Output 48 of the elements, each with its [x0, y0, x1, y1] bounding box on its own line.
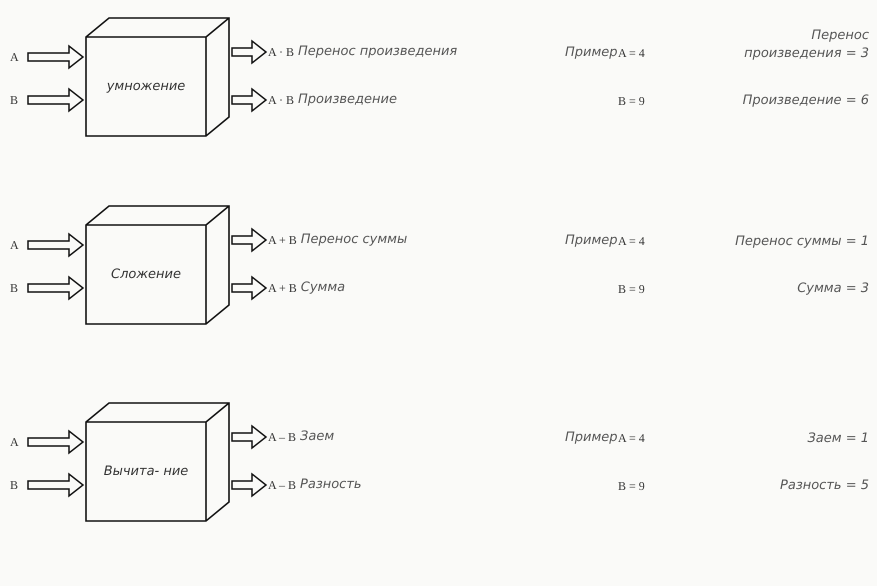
block-title: Сложение	[110, 266, 182, 284]
operand-label: A – B	[268, 429, 296, 446]
output-label: Сумма	[300, 279, 346, 298]
output-label: Заем	[300, 428, 334, 446]
example-value: Разность = 5	[780, 477, 869, 495]
example-label: Пример	[565, 429, 618, 447]
example-value: A = 4	[618, 430, 645, 447]
example-value: A = 4	[618, 233, 645, 250]
hollow-arrow	[231, 39, 268, 65]
hollow-arrow	[231, 424, 268, 450]
example-value: B = 9	[618, 281, 645, 298]
example-label: Пример	[565, 44, 618, 62]
output-label: Произведение	[298, 91, 397, 110]
example-value: A = 4	[618, 45, 645, 62]
operand-label: A + B	[268, 280, 297, 297]
hollow-arrow	[27, 429, 84, 455]
operand-label: A	[10, 49, 19, 66]
example-label: Пример	[565, 232, 618, 250]
hollow-arrow	[27, 232, 84, 258]
hollow-arrow	[27, 275, 84, 301]
block-title: Вычита- ние	[102, 464, 190, 480]
operand-label: B	[10, 280, 18, 297]
operand-label: A	[10, 434, 19, 451]
hollow-arrow	[231, 275, 268, 301]
operand-label: A · B	[268, 92, 294, 109]
hollow-arrow	[27, 87, 84, 113]
hollow-arrow	[27, 44, 84, 70]
example-value: Заем = 1	[806, 430, 869, 448]
example-value: Перенос произведения = 3	[743, 27, 869, 63]
operand-label: A · B	[268, 44, 294, 61]
example-value: Произведение = 6	[742, 92, 869, 110]
output-label: Перенос произведения	[298, 43, 458, 62]
operand-label: A + B	[268, 232, 297, 249]
operand-label: B	[10, 477, 18, 494]
example-value: Сумма = 3	[797, 280, 869, 298]
operand-label: A	[10, 237, 19, 254]
example-value: B = 9	[618, 478, 645, 495]
operand-label: B	[10, 92, 18, 109]
example-value: B = 9	[618, 93, 645, 110]
operand-label: A – B	[268, 477, 296, 494]
hollow-arrow	[231, 472, 268, 498]
output-label: Перенос суммы	[300, 231, 408, 250]
block-title: умножение	[106, 78, 186, 96]
hollow-arrow	[231, 87, 268, 113]
hollow-arrow	[27, 472, 84, 498]
hollow-arrow	[231, 227, 268, 253]
example-value: Перенос суммы = 1	[734, 233, 869, 251]
output-label: Разность	[300, 476, 362, 494]
